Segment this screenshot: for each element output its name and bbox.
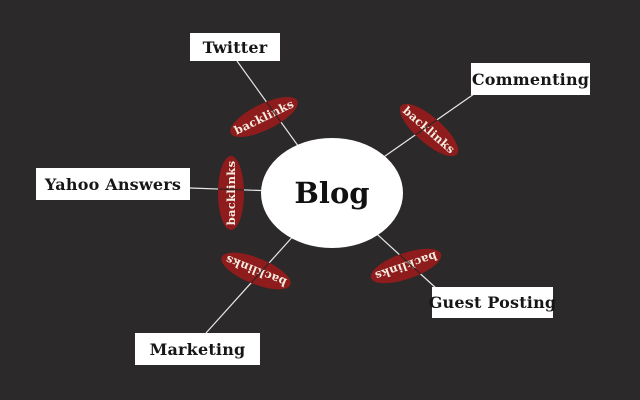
connector-line-overlay-marketing: [216, 245, 296, 297]
backlink-badge-yahoo-answers[interactable]: backlinks: [218, 156, 244, 230]
node-box-yahoo-answers[interactable]: Yahoo Answers: [36, 168, 190, 200]
node-box-commenting[interactable]: Commenting: [471, 63, 590, 95]
node-box-marketing[interactable]: Marketing: [135, 333, 260, 365]
backlink-badge-ellipse: [218, 156, 244, 230]
node-label: Yahoo Answers: [44, 174, 182, 194]
backlink-badge-guest-posting[interactable]: backlinks: [367, 242, 445, 291]
backlink-badge-ellipse: [221, 252, 291, 290]
backlink-badge-label: backlinks: [224, 161, 238, 226]
node-box-guest-posting[interactable]: Guest Posting: [429, 287, 556, 318]
node-label: Marketing: [149, 339, 246, 359]
backlink-badge-ellipse: [230, 97, 298, 137]
node-label: Commenting: [471, 69, 590, 89]
backlink-badge-marketing[interactable]: backlinks: [217, 245, 295, 297]
node-box-twitter[interactable]: Twitter: [190, 33, 280, 61]
connector-line-overlay-guest-posting: [366, 241, 438, 290]
backlink-badge-commenting[interactable]: backlinks: [393, 96, 466, 164]
node-label: Guest Posting: [428, 293, 557, 312]
central-node-label: Blog: [294, 176, 370, 210]
backlink-badge-ellipse: [399, 103, 459, 157]
node-label: Twitter: [202, 37, 268, 57]
central-node-blog[interactable]: Blog: [261, 138, 403, 248]
backlink-badge-ellipse: [370, 248, 442, 284]
